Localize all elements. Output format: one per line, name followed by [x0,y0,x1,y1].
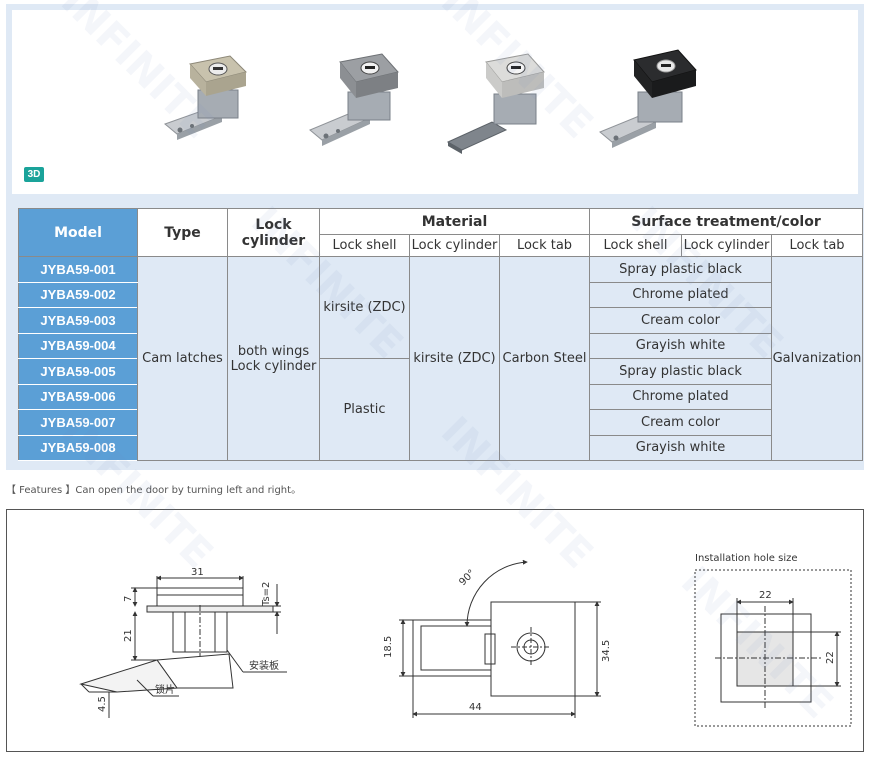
drawing-canvas: 31 7 21 4.5 Ts=2 安装板 锁片 90° 18.5 34.5 4 [79,553,852,727]
tab-material-cell: Carbon Steel [499,256,590,461]
latch-image-chrome [309,53,399,146]
header-material: Material [319,208,590,235]
dim-angle: 90° [457,568,477,588]
subheader-surface-tab: Lock tab [771,234,863,257]
hole-dim-width: 22 [759,590,772,601]
surface-color-cell: Grayish white [589,332,772,359]
surface-color-cell: Cream color [589,307,772,334]
dim-7: 7 [123,596,134,602]
cylinder-material-cell: kirsite (ZDC) [409,256,500,461]
model-cell: JYBA59-003 [18,307,138,334]
subheader-material-cylinder: Lock cylinder [409,234,500,257]
model-cell: JYBA59-007 [18,409,138,436]
top-view [399,559,601,718]
dim-21: 21 [123,629,134,642]
3d-badge[interactable]: 3D [24,167,44,182]
model-cell: JYBA59-005 [18,358,138,385]
surface-color-cell: Cream color [589,409,772,436]
model-cell: JYBA59-002 [18,281,138,308]
model-cell: JYBA59-001 [18,256,138,283]
model-cell: JYBA59-008 [18,434,138,461]
tab-surface-cell: Galvanization [771,256,863,461]
type-cell: Cam latches [137,256,228,461]
lock-cylinder-cell: both wings Lock cylinder [227,256,320,461]
hole-title: Installation hole size [695,553,798,564]
dim-31: 31 [191,567,204,578]
shell-material-cell: kirsite (ZDC) [319,256,410,359]
dim-44: 44 [469,702,482,713]
side-view [79,575,287,718]
latch-image-cream [164,55,247,140]
subheader-surface-cylinder: Lock cylinder [681,234,772,257]
surface-color-cell: Chrome plated [589,383,772,410]
model-cell: JYBA59-004 [18,332,138,359]
surface-color-cell: Spray plastic black [589,256,772,283]
header-model: Model [18,208,138,257]
latch-image-grayish-white [446,53,545,154]
surface-color-cell: Chrome plated [589,281,772,308]
subheader-surface-shell: Lock shell [589,234,682,257]
header-surface: Surface treatment/color [589,208,863,235]
technical-drawing: 31 7 21 4.5 Ts=2 安装板 锁片 90° 18.5 34.5 4 [6,509,864,752]
label-lock-tab: 锁片 [155,683,175,696]
header-lock-cylinder: Lock cylinder [227,208,320,257]
shell-material-cell: Plastic [319,358,410,461]
surface-color-cell: Grayish white [589,434,772,461]
surface-color-cell: Spray plastic black [589,358,772,385]
features-text: 【 Features 】Can open the door by turning… [6,485,302,496]
label-mounting-plate: 安装板 [249,659,279,672]
dim-4-5: 4.5 [97,696,108,712]
hole-view [694,569,852,727]
product-photos: 3D [12,10,858,194]
dim-ts: Ts=2 [261,582,272,607]
latch-image-black [599,49,697,148]
subheader-material-tab: Lock tab [499,234,590,257]
subheader-material-shell: Lock shell [319,234,410,257]
dim-18-5: 18.5 [383,636,394,658]
product-panel: 3D Model Type Lock cylinder Material Sur… [6,4,864,470]
header-type: Type [137,208,228,257]
hole-dim-height: 22 [825,651,836,664]
spec-table: Model Type Lock cylinder Material Surfac… [18,208,863,461]
model-cell: JYBA59-006 [18,383,138,410]
dim-34-5: 34.5 [601,640,612,662]
